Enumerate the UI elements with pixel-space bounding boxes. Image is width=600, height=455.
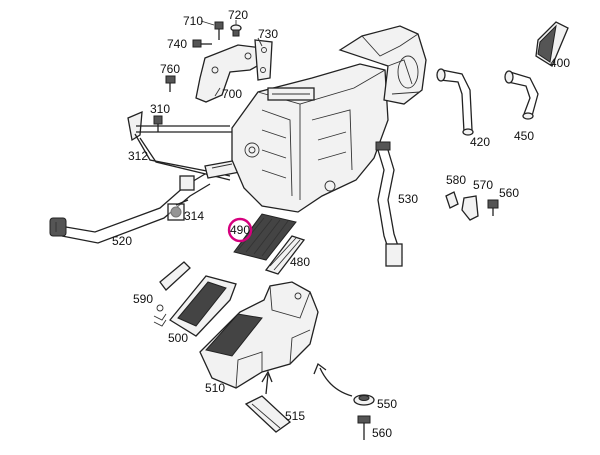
- callout-520[interactable]: 520: [112, 234, 132, 248]
- callout-550[interactable]: 550: [377, 397, 397, 411]
- screw-760: [165, 75, 176, 92]
- callout-580[interactable]: 580: [446, 173, 466, 187]
- filter-480: [264, 235, 306, 275]
- grommet-550: [353, 394, 375, 406]
- seal-400: [535, 21, 569, 67]
- callout-560-upper[interactable]: 560: [499, 186, 519, 200]
- screw-560-upper: [487, 199, 499, 216]
- callout-420[interactable]: 420: [470, 135, 490, 149]
- screw-740: [192, 39, 212, 48]
- screw-560-lower: [357, 415, 371, 440]
- callout-312[interactable]: 312: [128, 149, 148, 163]
- callout-530[interactable]: 530: [398, 192, 418, 206]
- hose-530: [375, 141, 403, 267]
- callout-450[interactable]: 450: [514, 129, 534, 143]
- callout-560-lower[interactable]: 560: [372, 426, 392, 440]
- callout-500[interactable]: 500: [168, 331, 188, 345]
- filter-insert-500: [169, 275, 237, 337]
- support-bracket-310: [127, 110, 232, 142]
- strip-590: [153, 261, 191, 327]
- screw-710: [200, 20, 224, 40]
- callout-740[interactable]: 740: [167, 37, 187, 51]
- pipe-420: [436, 68, 474, 136]
- blower-housing: [338, 25, 427, 105]
- hvac-housing: [231, 63, 389, 213]
- callout-700[interactable]: 700: [222, 87, 242, 101]
- callout-400[interactable]: 400: [550, 56, 570, 70]
- callout-570[interactable]: 570: [473, 178, 493, 192]
- callout-710[interactable]: 710: [183, 14, 203, 28]
- pipe-450: [504, 70, 539, 120]
- cover-515: [244, 395, 292, 433]
- bracket-570: [461, 195, 479, 221]
- highlight-ring-490: [227, 217, 253, 243]
- callout-760[interactable]: 760: [160, 62, 180, 76]
- callout-314[interactable]: 314: [184, 209, 204, 223]
- callout-720[interactable]: 720: [228, 8, 248, 22]
- callout-730[interactable]: 730: [258, 27, 278, 41]
- housing-510: [199, 281, 319, 389]
- hose-520: [49, 173, 211, 244]
- clip-720: [230, 20, 242, 37]
- bracket-assembly: [195, 39, 273, 103]
- callout-515[interactable]: 515: [285, 409, 305, 423]
- callout-480[interactable]: 480: [290, 255, 310, 269]
- callout-310[interactable]: 310: [150, 102, 170, 116]
- callout-590[interactable]: 590: [133, 292, 153, 306]
- clip-580: [445, 191, 459, 209]
- callout-510[interactable]: 510: [205, 381, 225, 395]
- clamp-314: [167, 199, 189, 221]
- callout-490[interactable]: 490: [230, 223, 250, 237]
